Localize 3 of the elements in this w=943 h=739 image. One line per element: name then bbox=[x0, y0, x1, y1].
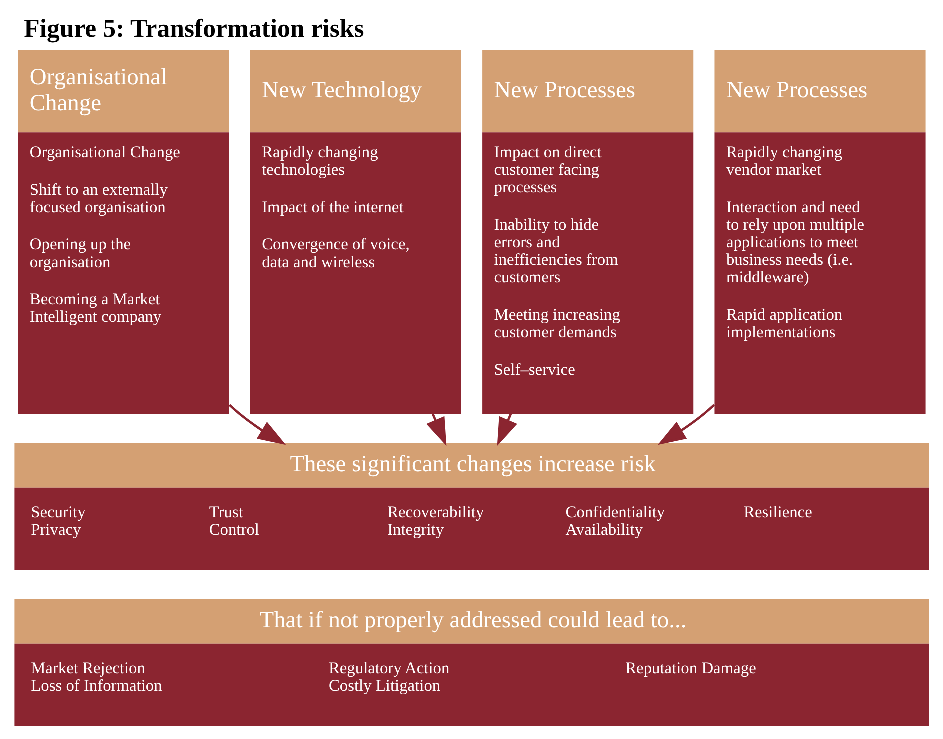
arrow bbox=[657, 404, 715, 446]
diagram-title: Figure 5: Transformation risks bbox=[24, 14, 364, 44]
arrow bbox=[228, 404, 286, 446]
